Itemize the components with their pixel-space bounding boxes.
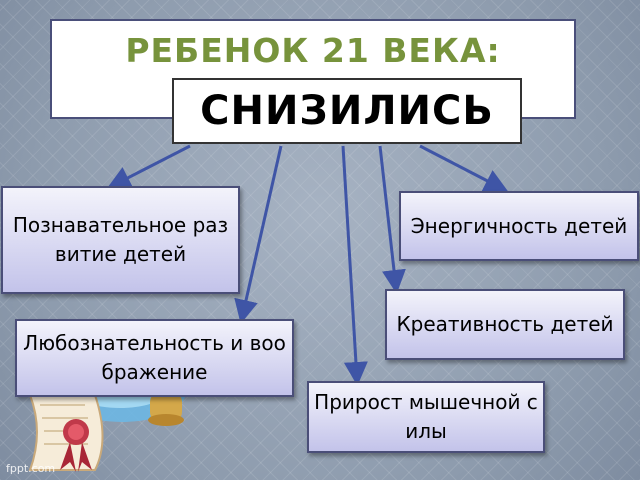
node-muscle-strength: Прирост мышечной силы <box>307 381 545 453</box>
node-energy: Энергичность детей <box>399 191 639 261</box>
node-creativity: Креативность детей <box>385 289 625 360</box>
arrow-to-energy <box>419 144 509 192</box>
center-box: СНИЗИЛИСЬ <box>172 78 522 144</box>
node-curiosity-imagination: Любознательность и воображение <box>15 319 294 397</box>
arrow-to-creativity <box>378 145 406 294</box>
arrow-to-muscle <box>341 145 368 386</box>
arrow-to-cognitive <box>106 144 191 189</box>
watermark: fppt.com <box>6 462 56 475</box>
slide-title: РЕБЕНОК 21 ВЕКА: <box>125 31 501 70</box>
arrow-to-curiosity <box>234 145 283 324</box>
node-cognitive-development: Познавательное развитие детей <box>1 186 240 294</box>
